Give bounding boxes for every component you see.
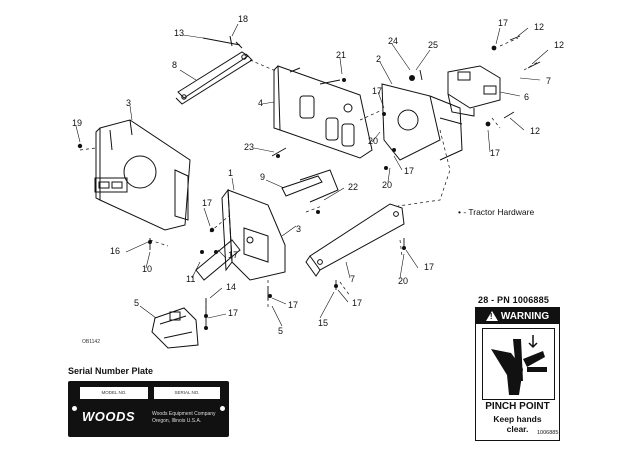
serial-number-plate: MODEL NO. SERIAL NO. WOODS Woods Equipme…	[68, 381, 229, 437]
callout-11: 11	[186, 274, 195, 284]
pinch-point-heading: PINCH POINT	[485, 401, 550, 412]
callout-21: 21	[336, 50, 346, 60]
callout-12: 12	[530, 126, 540, 136]
part-3-side-plate	[94, 119, 191, 231]
callout-10: 10	[142, 264, 152, 274]
callout-20: 20	[382, 180, 392, 190]
part-7-arm	[305, 203, 405, 277]
part-8-strap	[175, 51, 253, 105]
callout-24: 24	[388, 36, 398, 46]
drawing-code: OB1142	[82, 339, 100, 345]
callout-13: 13	[174, 28, 184, 38]
warning-label: WARNING	[500, 310, 550, 322]
decal-part-number: 28 - PN 1006885	[478, 295, 550, 305]
serial-plate-title: Serial Number Plate	[68, 366, 154, 376]
callout-17: 17	[490, 148, 500, 158]
part-9-bracket	[299, 169, 339, 203]
pinch-point-decal: ! WARNING PINCH POINT Keep hands clear.	[475, 307, 560, 441]
rivet-left	[72, 406, 77, 411]
brand-address: Woods Equipment Company Oregon, Illinois…	[152, 411, 224, 425]
callout-17: 17	[424, 262, 434, 272]
part-4-main-frame	[273, 65, 373, 159]
callout-2: 2	[376, 54, 381, 64]
callout-7: 7	[546, 76, 551, 86]
callout-15: 15	[318, 318, 328, 328]
part-6-bracket	[447, 65, 501, 117]
callout-17: 17	[352, 298, 362, 308]
callout-4: 4	[258, 98, 263, 108]
callout-17: 17	[372, 86, 382, 96]
instruction-line-1: Keep hands	[493, 414, 542, 424]
callout-17: 17	[202, 198, 212, 208]
part-2-bracket	[381, 83, 463, 161]
part-5-bracket	[151, 307, 199, 349]
pinch-point-instruction: Keep hands clear.	[476, 414, 559, 434]
rivet-right	[220, 406, 225, 411]
warning-triangle-icon: !	[485, 311, 498, 321]
callout-3: 3	[126, 98, 131, 108]
brand-sub-line-2: Oregon, Illinois U.S.A.	[152, 418, 202, 424]
callout-5: 5	[134, 298, 139, 308]
callout-7: 7	[350, 274, 355, 284]
part-1-lower-mount	[195, 188, 286, 281]
tractor-hardware-legend: • - Tractor Hardware	[458, 207, 535, 217]
callout-23: 23	[244, 142, 254, 152]
callout-12: 12	[534, 22, 544, 32]
instruction-line-2: clear.	[506, 424, 529, 434]
callout-20: 20	[398, 276, 408, 286]
callout-19: 19	[72, 118, 82, 128]
callout-17: 17	[228, 308, 238, 318]
part-9-pin	[281, 175, 323, 197]
callout-18: 18	[238, 14, 248, 24]
callout-6: 6	[524, 92, 529, 102]
model-number-field: MODEL NO.	[80, 387, 148, 399]
brand-sub-line-1: Woods Equipment Company	[152, 411, 216, 417]
callout-1: 1	[228, 168, 233, 178]
pinch-point-hand-icon	[482, 328, 555, 400]
callout-9: 9	[260, 172, 265, 182]
callout-3: 3	[296, 224, 301, 234]
callout-14: 14	[226, 282, 236, 292]
callout-17: 17	[498, 18, 508, 28]
callout-5: 5	[278, 326, 283, 336]
callout-17: 17	[228, 250, 238, 260]
callout-17: 17	[404, 166, 414, 176]
callout-17: 17	[288, 300, 298, 310]
callout-12: 12	[554, 40, 564, 50]
callout-25: 25	[428, 40, 438, 50]
washer-18	[229, 35, 233, 47]
warning-header: ! WARNING	[476, 308, 559, 324]
callout-22: 22	[348, 182, 358, 192]
serial-number-field: SERIAL NO.	[154, 387, 220, 399]
brand-logo: WOODS	[82, 409, 136, 424]
bolt-13	[202, 37, 243, 49]
callout-8: 8	[172, 60, 177, 70]
callout-16: 16	[110, 246, 120, 256]
callout-20: 20	[368, 136, 378, 146]
decal-code: 1006885	[537, 430, 559, 436]
